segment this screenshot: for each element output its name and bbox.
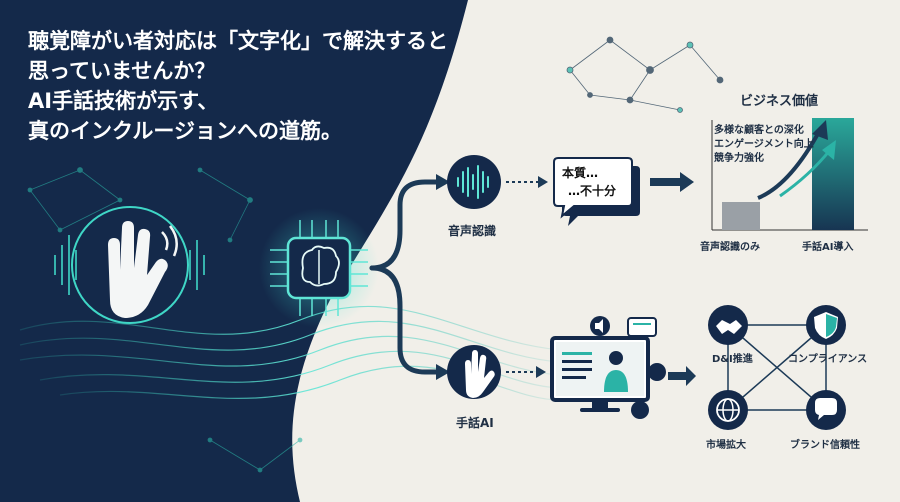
speech-bubble-icon: [553, 157, 640, 226]
arrow-to-outcomes: [668, 366, 696, 386]
network-decoration-left: [27, 167, 303, 473]
business-value-chart: [711, 118, 868, 231]
shield-icon: [806, 305, 846, 345]
arrow-to-business: [650, 172, 694, 192]
headline-line-4: 真のインクルージョンへの道筋。: [28, 119, 342, 143]
dotted-arrow-2-head: [536, 366, 546, 378]
network-decoration-top: [566, 36, 724, 113]
headline-line-3: AI手話技術が示す、: [28, 89, 219, 113]
trend-arrow: [757, 129, 822, 200]
handshake-icon: [708, 305, 748, 345]
soundwave-icon: [447, 155, 501, 209]
business-value-title: ビジネス価値: [740, 94, 819, 109]
bubble-line-2: …不十分: [568, 184, 617, 198]
raised-hand-icon: [447, 345, 501, 399]
globe-icon: [708, 390, 748, 430]
headline: 聴覚障がい者対応は「文字化」で解決すると 思っていませんか？ AI手話技術が示す…: [28, 26, 528, 146]
outcome-compliance: コンプライアンス: [788, 354, 868, 365]
headline-line-2: 思っていませんか？: [28, 59, 216, 83]
navy-background: [0, 0, 468, 502]
business-item-1: 多様な顧客との深化: [714, 125, 804, 136]
headline-line-1: 聴覚障がい者対応は「文字化」で解決すると: [28, 29, 448, 53]
branch-arrows: [369, 179, 441, 375]
speech-recognition-label: 音声認識: [448, 224, 497, 238]
arrow-head-bottom: [436, 364, 450, 380]
outcome-market: 市場拡大: [706, 440, 746, 451]
chat-icon: [806, 390, 846, 430]
hand-sign-icon: [54, 206, 205, 324]
outcome-di: D&I推進: [712, 354, 753, 365]
bar-sign-ai: [812, 118, 854, 230]
sign-ai-label: 手話AI: [456, 416, 494, 430]
business-item-3: 競争力強化: [714, 153, 764, 164]
bubble-line-1: 本質…: [562, 166, 599, 180]
bar-label-speech-only: 音声認識のみ: [700, 242, 760, 253]
bar-label-sign-ai: 手話AI導入: [802, 242, 854, 253]
dotted-arrow-1-head: [538, 176, 548, 188]
outcome-brand-trust: ブランド信頼性: [790, 440, 860, 451]
brain-chip-icon: [259, 208, 379, 328]
monitor-icon: [550, 316, 666, 419]
business-item-2: エンゲージメント向上: [714, 139, 814, 150]
arrow-head-top: [436, 174, 450, 190]
bar-speech-only: [722, 202, 760, 230]
